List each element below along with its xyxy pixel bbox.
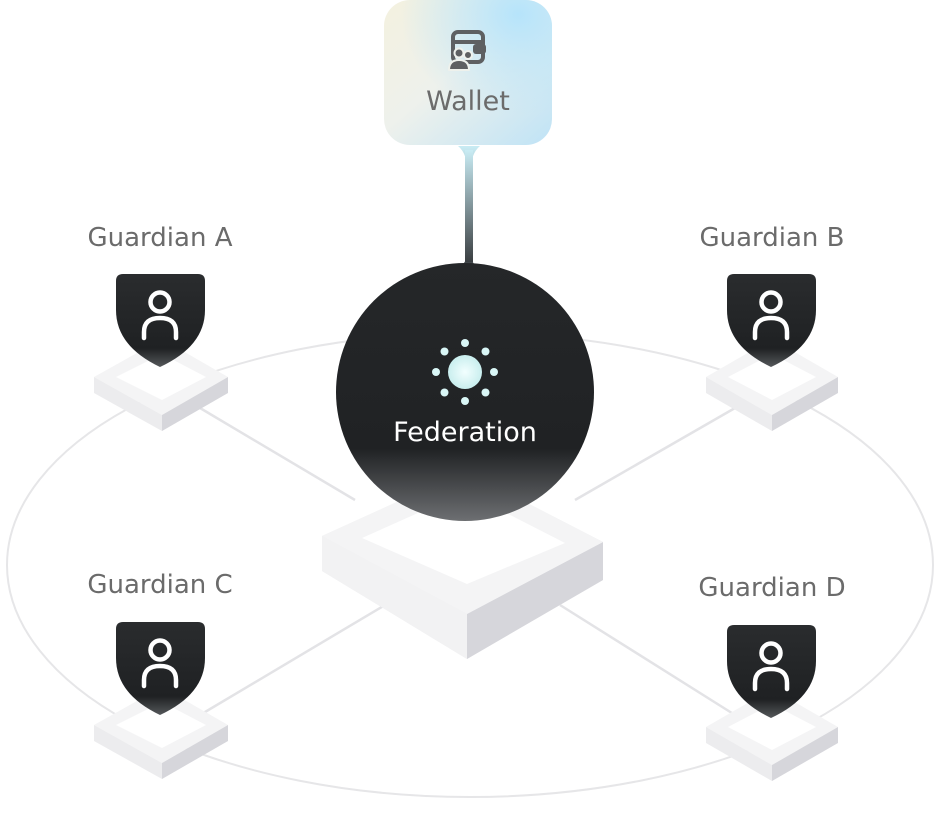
shield-shape — [116, 622, 205, 715]
shield-shape — [727, 625, 816, 718]
guardian-a[interactable] — [116, 274, 205, 367]
shield-shape — [116, 274, 205, 367]
wallet-card[interactable]: Wallet — [384, 0, 552, 145]
link-b — [574, 406, 736, 502]
link-d — [559, 603, 736, 717]
link-a — [199, 406, 356, 502]
network-links — [199, 406, 736, 717]
wallet-label: Wallet — [426, 86, 510, 117]
link-c — [199, 603, 386, 717]
guardian-platform-c — [94, 687, 228, 779]
user-shield-icon — [752, 290, 790, 341]
shield-shape — [727, 274, 816, 367]
wallet-users-icon — [448, 30, 486, 71]
guardian-platform-d — [706, 689, 838, 781]
user-shield-icon — [752, 641, 790, 692]
wallet-connector — [456, 146, 480, 270]
guardian-a-label: Guardian A — [88, 223, 233, 253]
guardian-platform-a — [94, 339, 228, 431]
guardian-b[interactable] — [727, 274, 816, 367]
user-shield-icon — [141, 638, 179, 689]
guardian-c[interactable] — [116, 622, 205, 715]
sun-icon — [432, 339, 498, 405]
guardian-d[interactable] — [727, 625, 816, 718]
user-shield-icon — [141, 290, 179, 341]
guardian-platform-b — [706, 339, 838, 431]
guardian-b-label: Guardian B — [699, 223, 844, 253]
federation-platform — [322, 471, 603, 659]
federation-node[interactable]: Federation — [336, 263, 594, 521]
federation-label: Federation — [393, 417, 537, 448]
guardian-d-label: Guardian D — [698, 573, 845, 603]
guardian-c-label: Guardian C — [87, 570, 232, 600]
